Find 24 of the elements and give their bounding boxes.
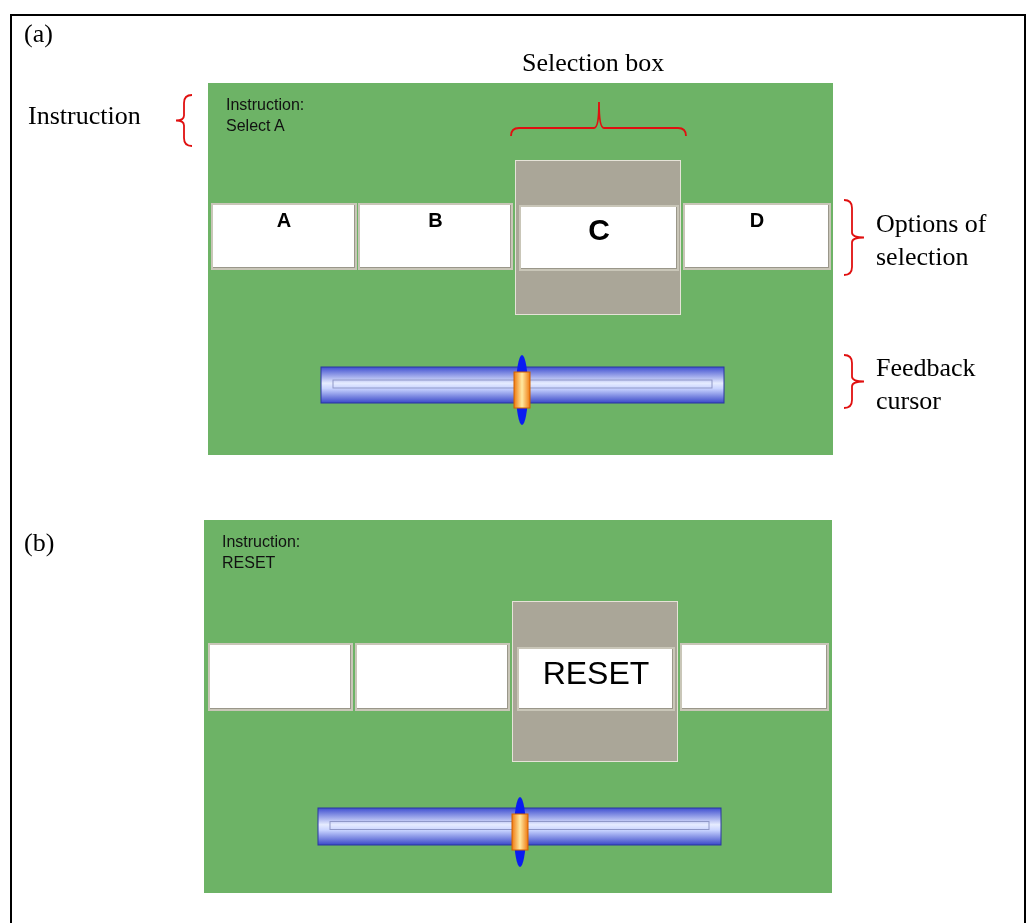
selection-frame: [515, 160, 681, 315]
empty-option-box: [208, 643, 353, 711]
annotation-label: Feedback cursor: [876, 352, 977, 417]
option-box: RESET: [517, 647, 675, 711]
annotation-label: Options of selection: [876, 208, 988, 273]
option-box: B: [358, 203, 513, 270]
screen-panel: [208, 83, 833, 455]
slider-track: [318, 808, 721, 845]
slider-cursor: [512, 355, 532, 425]
empty-option-box: [680, 643, 829, 711]
instruction-text: Instruction: RESET: [222, 532, 302, 573]
slider-cursor: [510, 797, 530, 867]
empty-option-box: [355, 643, 510, 711]
selection-frame: [512, 601, 678, 762]
panel-label: (b): [24, 527, 56, 559]
screen-panel: [204, 520, 832, 893]
instruction-text: Instruction: Select A: [226, 95, 306, 136]
annotation-label: Selection box: [522, 47, 666, 79]
option-box: A: [211, 203, 357, 270]
option-box: D: [683, 203, 831, 270]
annotation-label: Instruction: [28, 100, 142, 132]
slider-track: [321, 367, 724, 403]
option-box: C: [519, 205, 679, 271]
panel-label: (a): [24, 18, 54, 50]
